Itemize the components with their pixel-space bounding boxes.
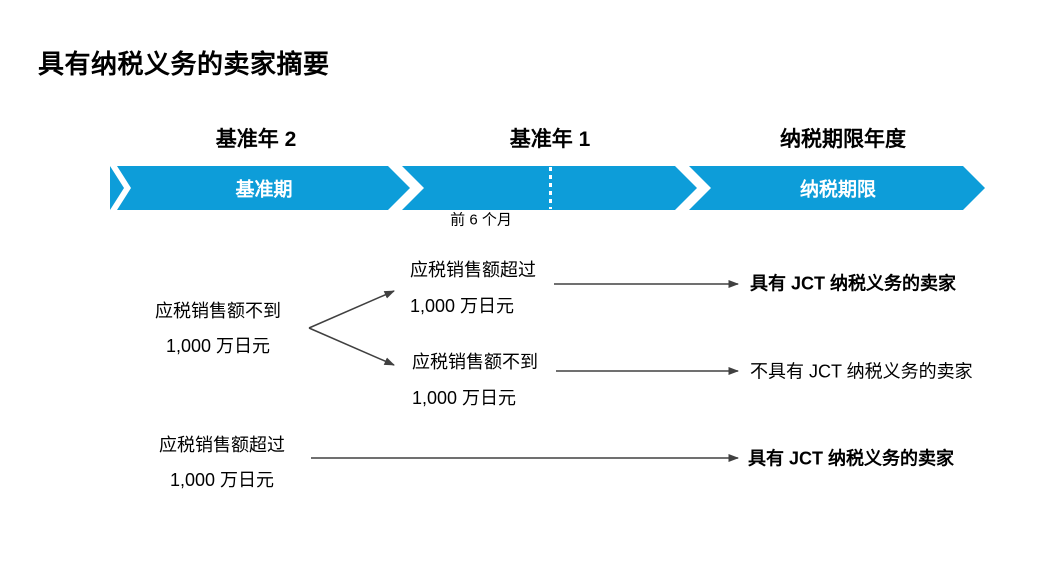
branch-node-sales-over-10m-line1: 应税销售额超过 (410, 260, 536, 280)
branch-node-sales-under-10m-line1: 应税销售额不到 (412, 352, 538, 372)
result-liable-bottom: 具有 JCT 纳税义务的卖家 (748, 448, 955, 469)
branch-node-sales-under-10m-line2: 1,000 万日元 (412, 388, 517, 408)
node-sales-over-10m: 应税销售额超过 1,000 万日元 (159, 428, 285, 498)
page-title: 具有纳税义务的卖家摘要 (38, 49, 330, 79)
chevron-lead-triangle (110, 166, 124, 210)
branch-arrow-up (308, 290, 395, 329)
column-header-base-year-2: 基准年 2 (215, 128, 297, 151)
node-sales-under-10m-line1: 应税销售额不到 (155, 301, 281, 321)
result-not-liable: 不具有 JCT 纳税义务的卖家 (750, 361, 973, 382)
branch-node-sales-under-10m: 应税销售额不到 1,000 万日元 (412, 344, 538, 416)
column-header-base-year-1: 基准年 1 (509, 128, 591, 151)
branch-node-sales-over-10m: 应税销售额超过 1,000 万日元 (410, 252, 536, 324)
branch-node-sales-over-10m-line2: 1,000 万日元 (410, 296, 515, 316)
branch-arrow-down (308, 327, 395, 366)
result-liable-top: 具有 JCT 纳税义务的卖家 (750, 273, 957, 294)
column-header-tax-period-year: 纳税期限年度 (780, 128, 906, 151)
node-sales-under-10m-line2: 1,000 万日元 (165, 336, 271, 356)
segment-label-base-period: 基准期 (235, 179, 293, 201)
node-sales-under-10m: 应税销售额不到 1,000 万日元 (155, 294, 281, 364)
node-sales-over-10m-line1: 应税销售额超过 (159, 435, 285, 455)
chevron-segment-middle (402, 166, 697, 210)
node-sales-over-10m-line2: 1,000 万日元 (169, 470, 275, 490)
first-six-months-note: 前 6 个月 (450, 211, 512, 229)
segment-label-tax-deadline: 纳税期限 (799, 179, 877, 201)
